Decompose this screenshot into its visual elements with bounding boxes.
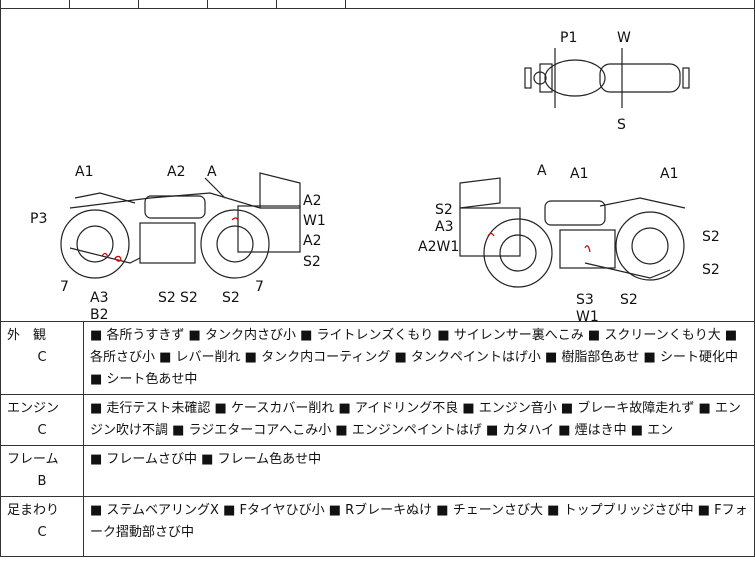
section-category: エンジン C <box>0 394 84 446</box>
section-grade: C <box>37 423 47 438</box>
svg-text:B2: B2 <box>90 307 109 321</box>
section-name: 足まわり <box>7 503 60 518</box>
section-grade: B <box>37 474 47 489</box>
section-row: 外 観 C ■ 各所うすきず ■ タンク内さび小 ■ ライトレンズくもり ■ サ… <box>0 321 755 395</box>
svg-text:S2: S2 <box>158 290 176 306</box>
diagram-labels: P1 W S A1 A2 A P3 A2 W1 A2 S2 7 7 A3 B2 … <box>30 30 720 321</box>
svg-text:S2: S2 <box>702 262 720 278</box>
svg-text:A2: A2 <box>167 164 185 180</box>
section-name: 外 観 <box>7 328 47 343</box>
section-notes: ■ フレームさび中 ■ フレーム色あせ中 <box>83 445 755 497</box>
svg-text:A: A <box>537 163 547 179</box>
right-view-bike <box>459 177 686 288</box>
section-grade: C <box>37 525 47 540</box>
section-grade: C <box>37 350 47 365</box>
svg-text:S2: S2 <box>435 202 453 218</box>
svg-text:A3: A3 <box>435 219 453 235</box>
section-name: エンジン <box>7 401 60 416</box>
svg-text:W1: W1 <box>576 309 599 321</box>
svg-text:7: 7 <box>60 279 69 295</box>
svg-text:A2: A2 <box>303 193 321 209</box>
svg-text:A2W1: A2W1 <box>418 239 459 255</box>
svg-text:S2: S2 <box>303 254 321 270</box>
svg-text:P1: P1 <box>560 30 577 46</box>
svg-text:W: W <box>617 30 631 46</box>
section-notes: ■ ステムベアリングX ■ Fタイヤひび小 ■ Rブレーキぬけ ■ チェーンさび… <box>83 496 755 557</box>
svg-text:A1: A1 <box>75 164 93 180</box>
svg-text:S2: S2 <box>222 290 240 306</box>
section-category: フレーム B <box>0 445 84 497</box>
damage-marks <box>101 217 591 262</box>
svg-text:A2: A2 <box>303 233 321 249</box>
section-category: 足まわり C <box>0 496 84 557</box>
svg-text:A: A <box>207 164 217 180</box>
svg-text:S3: S3 <box>576 292 594 308</box>
svg-text:A1: A1 <box>570 166 588 182</box>
section-row: 足まわり C ■ ステムベアリングX ■ Fタイヤひび小 ■ Rブレーキぬけ ■… <box>0 496 755 557</box>
svg-text:A3: A3 <box>90 290 108 306</box>
svg-text:P3: P3 <box>30 211 47 227</box>
section-name: フレーム <box>7 452 59 467</box>
svg-text:S2: S2 <box>620 292 638 308</box>
svg-text:S: S <box>617 117 626 133</box>
section-row: エンジン C ■ 走行テスト未確認 ■ ケースカバー削れ ■ アイドリング不良 … <box>0 394 755 446</box>
top-view-bike <box>524 48 690 108</box>
svg-text:S2: S2 <box>180 290 198 306</box>
section-category: 外 観 C <box>0 321 84 395</box>
svg-text:W1: W1 <box>303 213 326 229</box>
section-notes: ■ 走行テスト未確認 ■ ケースカバー削れ ■ アイドリング不良 ■ エンジン音… <box>83 394 755 446</box>
section-notes: ■ 各所うすきず ■ タンク内さび小 ■ ライトレンズくもり ■ サイレンサー裏… <box>83 321 755 395</box>
motorcycle-diagram: P1 W S A1 A2 A P3 A2 W1 A2 S2 7 7 A3 B2 … <box>30 30 720 321</box>
section-row: フレーム B ■ フレームさび中 ■ フレーム色あせ中 <box>0 445 755 497</box>
svg-text:A1: A1 <box>660 166 678 182</box>
svg-text:7: 7 <box>255 279 264 295</box>
svg-text:S2: S2 <box>702 229 720 245</box>
condition-report-table: 外 観 C ■ 各所うすきず ■ タンク内さび小 ■ ライトレンズくもり ■ サ… <box>0 321 755 557</box>
left-view-bike <box>60 172 301 279</box>
